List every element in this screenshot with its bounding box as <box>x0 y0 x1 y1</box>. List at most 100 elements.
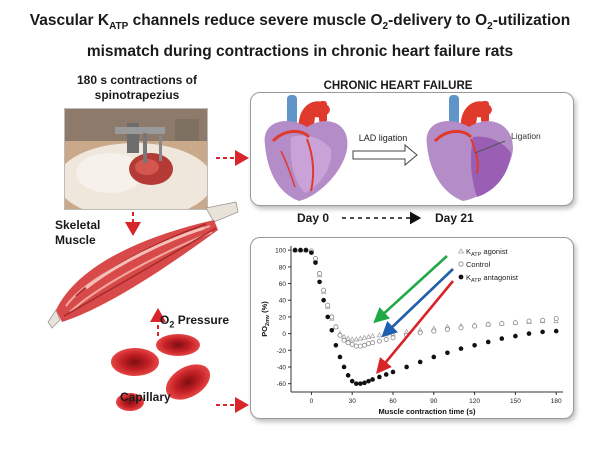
agonist-point <box>390 330 396 336</box>
red-blood-cells-icon <box>111 334 211 411</box>
blue-arrow <box>381 268 454 338</box>
control-point <box>431 328 437 334</box>
y-tick-label: -20 <box>277 348 287 355</box>
control-point <box>333 324 339 330</box>
title-line-1: Vascular KATP channels reduce severe mus… <box>29 12 571 33</box>
control-point <box>325 302 331 308</box>
antagonist-point <box>458 346 464 351</box>
contraction-label: 180 s contractions of spinotrapezius <box>76 73 198 102</box>
control-point <box>499 321 505 327</box>
agonist-point <box>365 333 372 339</box>
capillary-label: Capillary <box>120 390 171 404</box>
antagonist-point <box>390 369 396 375</box>
x-tick-label: 120 <box>469 398 480 405</box>
antagonist-point <box>303 247 309 253</box>
x-tick-label: 0 <box>310 398 314 405</box>
control-point <box>485 321 491 327</box>
antagonist-point <box>345 373 351 378</box>
legend-control-marker <box>458 261 464 267</box>
x-axis-label: Muscle contraction time (s) <box>378 407 476 416</box>
control-point <box>349 341 355 347</box>
day-start-label: Day 0 <box>297 211 330 225</box>
antagonist-point <box>317 279 322 285</box>
control-point <box>366 341 372 347</box>
green-arrow <box>373 255 448 324</box>
x-tick-label: 30 <box>349 398 357 405</box>
y-tick-label: 60 <box>279 281 287 288</box>
antagonist-point <box>349 378 355 384</box>
agonist-point <box>369 332 376 339</box>
antagonist-point <box>321 297 326 303</box>
control-point <box>353 343 359 349</box>
antagonist-point <box>513 333 518 339</box>
control-point <box>526 318 532 324</box>
x-tick-label: 60 <box>389 398 397 405</box>
antagonist-point <box>313 260 318 265</box>
skeletal-muscle-label: Skeletal Muscle <box>55 218 101 247</box>
o2-pressure-label: O2 Pressure <box>160 313 230 330</box>
antagonist-point <box>333 342 339 348</box>
heart-day0-icon <box>264 95 348 201</box>
legend-control-label: Control <box>466 260 491 269</box>
legend-agonist-label: KATP agonist <box>466 247 508 258</box>
antagonist-point <box>358 381 363 386</box>
figure-title: Vascular KATP channels reduce severe mus… <box>10 8 590 64</box>
agonist-point <box>345 335 351 341</box>
control-point <box>370 340 376 346</box>
control-point <box>376 338 382 344</box>
control-point <box>540 317 546 323</box>
control-point <box>390 335 396 341</box>
antagonist-point <box>377 374 382 380</box>
antagonist-point <box>309 250 314 255</box>
antagonist-point <box>337 354 343 360</box>
y-axis-label: PO2mv (%) <box>260 301 271 337</box>
y-tick-label: -40 <box>277 364 287 371</box>
antagonist-point <box>366 378 371 384</box>
control-point <box>312 256 318 262</box>
control-point <box>345 340 351 346</box>
time-arrow <box>342 211 422 225</box>
antagonist-point <box>431 354 437 360</box>
antagonist-point <box>472 342 477 348</box>
heart-illustrations: LAD ligation Ligation <box>264 95 541 201</box>
antagonist-point <box>445 350 450 356</box>
red-arrow <box>376 280 455 375</box>
control-point <box>357 343 363 349</box>
antagonist-point <box>485 339 491 345</box>
skeletal-muscle-icon <box>47 201 239 329</box>
antagonist-point <box>329 327 335 333</box>
control-point <box>321 287 327 293</box>
control-point <box>458 325 464 331</box>
antagonist-point <box>553 328 559 334</box>
y-tick-label: 0 <box>282 331 286 338</box>
x-tick-label: 150 <box>510 398 521 405</box>
y-tick-label: 80 <box>279 264 287 271</box>
y-tick-label: 100 <box>275 248 286 255</box>
control-point <box>417 330 423 336</box>
agonist-point <box>357 335 364 341</box>
antagonist-point <box>341 364 347 370</box>
x-tick-label: 90 <box>430 398 438 405</box>
agonist-point <box>349 336 356 342</box>
agonist-point <box>376 332 383 338</box>
antagonist-point <box>362 380 367 386</box>
control-point <box>361 342 367 348</box>
legend-antagonist-label: KATP antagonist <box>466 273 519 284</box>
control-point <box>444 326 450 332</box>
legend-agonist-marker <box>457 248 465 254</box>
antagonist-point <box>404 364 409 370</box>
antagonist-point <box>325 314 331 320</box>
antagonist-point <box>499 336 505 341</box>
control-point <box>341 337 347 343</box>
control-point <box>512 320 518 326</box>
y-tick-label: -60 <box>277 381 287 388</box>
agonist-point <box>361 334 368 340</box>
title-line-2: mismatch during contractions in chronic … <box>86 43 514 61</box>
agonist-point <box>353 336 360 342</box>
control-point <box>329 314 335 320</box>
y-tick-label: 20 <box>279 314 287 321</box>
control-point <box>337 332 343 338</box>
rat-preparation-photo <box>64 108 208 210</box>
antagonist-point <box>370 377 375 382</box>
